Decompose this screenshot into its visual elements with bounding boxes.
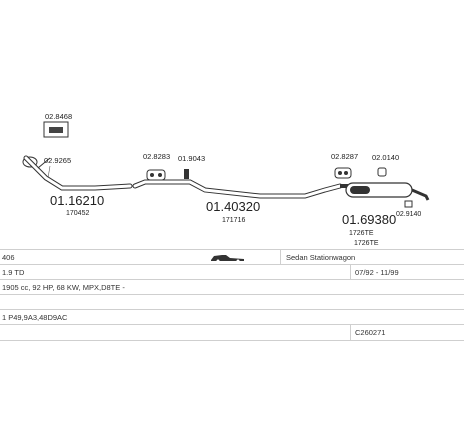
rear-silencer-part[interactable] xyxy=(340,182,430,201)
bracket-box-part[interactable] xyxy=(43,121,69,138)
info-row-engine-codes: 1 P49,9A3,48D9AC xyxy=(0,309,464,325)
rear-clamp-code: 02.0140 xyxy=(372,153,399,162)
column-divider xyxy=(280,250,281,265)
tail-clamp-code: 02.9140 xyxy=(396,211,421,218)
info-row-engine: 1.9 TD 07/92 - 11/99 xyxy=(0,264,464,280)
tail-clamp-part[interactable] xyxy=(404,200,413,208)
middle-pipe-oem: 171716 xyxy=(222,217,245,224)
info-row-power: 1905 cc, 92 HP, 68 KW, MPX,D8TE - xyxy=(0,279,464,295)
rear-silencer-oem-1: 1726TE xyxy=(349,230,374,237)
mid-clamp-b-code: 01.9043 xyxy=(178,154,205,163)
rear-rubber-part[interactable] xyxy=(334,167,352,179)
front-pipe-oem: 170452 xyxy=(66,210,89,217)
front-clamp-code: 02.9265 xyxy=(44,156,71,165)
body-type-value: Sedan Stationwagon xyxy=(286,253,356,262)
car-silhouette-icon xyxy=(210,253,246,264)
rear-clamp-part[interactable] xyxy=(377,167,387,177)
years-value: 07/92 - 11/99 xyxy=(355,268,399,277)
mid-clamp-b-part[interactable] xyxy=(184,169,189,179)
rear-silencer-oem-2: 1726TE xyxy=(354,240,379,247)
info-row-catalog: C260271 xyxy=(0,324,464,341)
column-divider xyxy=(350,265,351,280)
engine-codes-value: 1 P49,9A3,48D9AC xyxy=(2,313,68,322)
column-divider xyxy=(350,325,351,340)
front-pipe-number: 01.16210 xyxy=(50,193,104,208)
model-value: 406 xyxy=(2,253,15,262)
exhaust-system-diagram: 02.8468 02.9265 01.16210 170452 02.8283 … xyxy=(22,112,430,247)
info-row-spacer xyxy=(0,294,464,310)
catalog-code-value: C260271 xyxy=(355,328,386,337)
engine-value: 1.9 TD xyxy=(2,268,25,277)
rear-silencer-number: 01.69380 xyxy=(342,212,396,227)
power-value: 1905 cc, 92 HP, 68 KW, MPX,D8TE - xyxy=(2,283,125,292)
mid-clamp-a-code: 02.8283 xyxy=(143,152,170,161)
mid-clamp-a-part[interactable] xyxy=(146,169,166,181)
front-pipe-part[interactable] xyxy=(23,155,133,191)
middle-pipe-part[interactable] xyxy=(132,179,343,199)
info-row-model: 406 Sedan Stationwagon xyxy=(0,249,464,265)
bracket-box-code: 02.8468 xyxy=(45,112,72,121)
rear-rubber-code: 02.8287 xyxy=(331,152,358,161)
middle-pipe-number: 01.40320 xyxy=(206,199,260,214)
